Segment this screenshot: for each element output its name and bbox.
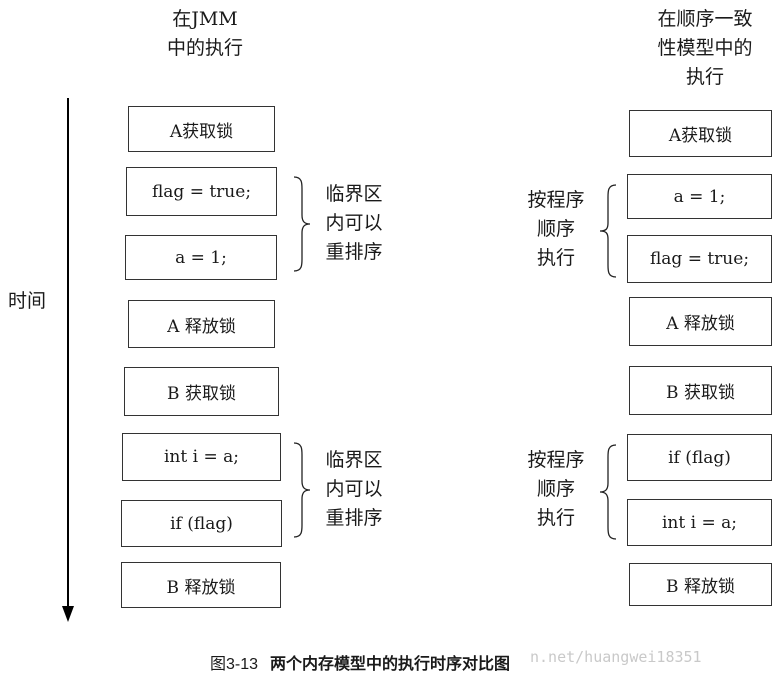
- time-axis-arrow-icon: [62, 606, 74, 622]
- left-step-a-acquire-lock: A获取锁: [128, 106, 275, 152]
- watermark: n.net/huangwei18351: [530, 648, 702, 666]
- left-step-a-equals-1: a = 1;: [125, 235, 277, 280]
- left-step-b-release-lock: B 释放锁: [121, 562, 281, 608]
- right-brace-2-icon: [599, 444, 617, 540]
- caption-text: 两个内存模型中的执行时序对比图: [270, 656, 511, 673]
- right-brace-1-icon: [599, 184, 617, 278]
- right-note-program-order-2: 按程序 顺序 执行: [527, 449, 585, 529]
- right-step-b-release-lock: B 释放锁: [629, 563, 772, 606]
- time-axis-label: 时间: [8, 290, 47, 312]
- left-step-flag-true: flag = true;: [126, 167, 277, 216]
- left-brace-1-icon: [293, 176, 311, 272]
- right-step-a-acquire-lock: A获取锁: [629, 110, 772, 157]
- left-step-if-flag: if (flag): [121, 500, 282, 547]
- right-step-a-equals-1: a = 1;: [627, 174, 772, 219]
- left-brace-2-icon: [293, 442, 311, 538]
- left-step-b-acquire-lock: B 获取锁: [124, 367, 279, 416]
- left-note-critical-section-1: 临界区 内可以 重排序: [325, 183, 383, 263]
- left-step-int-i-equals-a: int i = a;: [122, 433, 281, 481]
- left-step-a-release-lock: A 释放锁: [128, 300, 275, 348]
- right-step-if-flag: if (flag): [627, 434, 772, 481]
- right-step-flag-true: flag = true;: [627, 235, 772, 283]
- right-step-a-release-lock: A 释放锁: [629, 297, 772, 346]
- right-column-header: 在顺序一致 性模型中的 执行: [657, 8, 753, 88]
- right-note-program-order-1: 按程序 顺序 执行: [527, 189, 585, 269]
- left-column-header: 在JMM 中的执行: [166, 8, 243, 59]
- caption-number: 图3-13: [210, 656, 259, 673]
- right-step-b-acquire-lock: B 获取锁: [629, 366, 772, 415]
- left-note-critical-section-2: 临界区 内可以 重排序: [325, 449, 383, 529]
- right-step-int-i-equals-a: int i = a;: [627, 499, 772, 546]
- time-axis-line: [67, 98, 69, 610]
- figure-caption: 图3-13 两个内存模型中的执行时序对比图: [210, 650, 510, 674]
